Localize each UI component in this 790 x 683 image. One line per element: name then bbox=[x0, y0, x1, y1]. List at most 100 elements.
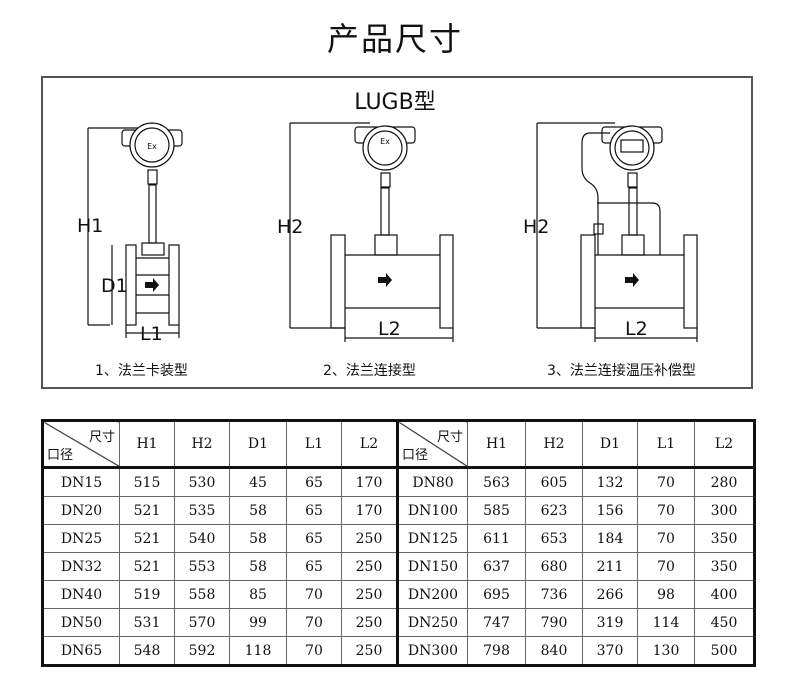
dimension-table: 尺寸口径 H1 H2 D1 L1 L2 尺寸口径 H1 H2 D1 L1 L2 … bbox=[41, 419, 756, 667]
value-cell: 70 bbox=[637, 496, 695, 525]
column-header: H1 bbox=[467, 420, 526, 469]
size-cell: DN80 bbox=[397, 467, 468, 497]
size-cell: DN20 bbox=[42, 496, 120, 525]
corner-bottom-label: 口径 bbox=[402, 448, 429, 463]
size-cell: DN100 bbox=[397, 496, 468, 525]
l1-label: L1 bbox=[140, 323, 163, 345]
value-cell: 250 bbox=[341, 524, 399, 553]
value-cell: 98 bbox=[637, 580, 695, 609]
value-cell: 548 bbox=[119, 636, 175, 666]
flow-arrow-icon bbox=[378, 273, 392, 287]
value-cell: 118 bbox=[229, 636, 287, 666]
table-header-row: 尺寸口径 H1 H2 D1 L1 L2 尺寸口径 H1 H2 D1 L1 L2 bbox=[42, 420, 755, 469]
size-cell: DN65 bbox=[42, 636, 120, 666]
value-cell: 58 bbox=[229, 524, 287, 553]
value-cell: 250 bbox=[341, 552, 399, 581]
value-cell: 519 bbox=[119, 580, 175, 609]
figure-3-drawing: H2 L2 bbox=[523, 122, 698, 342]
h2-label: H2 bbox=[523, 216, 549, 238]
figure-3-caption: 3、法兰连接温压补偿型 bbox=[547, 363, 696, 379]
value-cell: 653 bbox=[525, 524, 583, 553]
column-header: L1 bbox=[637, 420, 695, 469]
value-cell: 515 bbox=[119, 467, 175, 497]
value-cell: 370 bbox=[582, 636, 638, 666]
value-cell: 114 bbox=[637, 608, 695, 637]
value-cell: 70 bbox=[286, 580, 342, 609]
value-cell: 58 bbox=[229, 496, 287, 525]
drawing-frame bbox=[41, 76, 753, 389]
value-cell: 747 bbox=[467, 608, 526, 637]
ex-mark: Ex bbox=[147, 142, 157, 151]
corner-header: 尺寸口径 bbox=[397, 420, 468, 469]
value-cell: 680 bbox=[525, 552, 583, 581]
h2-label: H2 bbox=[277, 216, 303, 238]
value-cell: 65 bbox=[286, 524, 342, 553]
value-cell: 611 bbox=[467, 524, 526, 553]
page-title: 产品尺寸 bbox=[326, 20, 463, 58]
size-cell: DN150 bbox=[397, 552, 468, 581]
value-cell: 45 bbox=[229, 467, 287, 497]
value-cell: 605 bbox=[525, 467, 583, 497]
value-cell: 585 bbox=[467, 496, 526, 525]
ex-mark: Ex bbox=[380, 137, 390, 146]
corner-bottom-label: 口径 bbox=[47, 448, 74, 463]
value-cell: 592 bbox=[174, 636, 230, 666]
figure-1-drawing: Ex H1 D1 L1 bbox=[77, 122, 183, 345]
size-cell: DN25 bbox=[42, 524, 120, 553]
l2-label: L2 bbox=[378, 318, 401, 340]
column-header: H1 bbox=[119, 420, 175, 469]
value-cell: 500 bbox=[694, 636, 755, 666]
value-cell: 250 bbox=[341, 608, 399, 637]
figure-1-caption: 1、法兰卡装型 bbox=[95, 363, 188, 379]
value-cell: 531 bbox=[119, 608, 175, 637]
figure-2-drawing: Ex H2 L2 bbox=[277, 122, 454, 342]
d1-label: D1 bbox=[101, 275, 128, 297]
size-cell: DN250 bbox=[397, 608, 468, 637]
value-cell: 70 bbox=[637, 552, 695, 581]
value-cell: 350 bbox=[694, 524, 755, 553]
value-cell: 250 bbox=[341, 580, 399, 609]
value-cell: 65 bbox=[286, 467, 342, 497]
size-cell: DN200 bbox=[397, 580, 468, 609]
value-cell: 70 bbox=[286, 608, 342, 637]
value-cell: 319 bbox=[582, 608, 638, 637]
value-cell: 798 bbox=[467, 636, 526, 666]
value-cell: 170 bbox=[341, 467, 399, 497]
value-cell: 563 bbox=[467, 467, 526, 497]
value-cell: 790 bbox=[525, 608, 583, 637]
value-cell: 58 bbox=[229, 552, 287, 581]
value-cell: 70 bbox=[637, 524, 695, 553]
value-cell: 65 bbox=[286, 496, 342, 525]
corner-top-label: 尺寸 bbox=[88, 430, 115, 445]
value-cell: 521 bbox=[119, 552, 175, 581]
column-header: L1 bbox=[286, 420, 342, 469]
value-cell: 184 bbox=[582, 524, 638, 553]
l2-label: L2 bbox=[625, 318, 648, 340]
value-cell: 156 bbox=[582, 496, 638, 525]
value-cell: 266 bbox=[582, 580, 638, 609]
value-cell: 280 bbox=[694, 467, 755, 497]
value-cell: 70 bbox=[637, 467, 695, 497]
value-cell: 840 bbox=[525, 636, 583, 666]
column-header: L2 bbox=[341, 420, 399, 469]
column-header: L2 bbox=[694, 420, 755, 469]
value-cell: 65 bbox=[286, 552, 342, 581]
value-cell: 132 bbox=[582, 467, 638, 497]
flow-arrow-icon bbox=[625, 273, 639, 287]
value-cell: 553 bbox=[174, 552, 230, 581]
size-cell: DN300 bbox=[397, 636, 468, 666]
value-cell: 530 bbox=[174, 467, 230, 497]
value-cell: 540 bbox=[174, 524, 230, 553]
value-cell: 170 bbox=[341, 496, 399, 525]
value-cell: 521 bbox=[119, 496, 175, 525]
value-cell: 99 bbox=[229, 608, 287, 637]
value-cell: 85 bbox=[229, 580, 287, 609]
value-cell: 211 bbox=[582, 552, 638, 581]
